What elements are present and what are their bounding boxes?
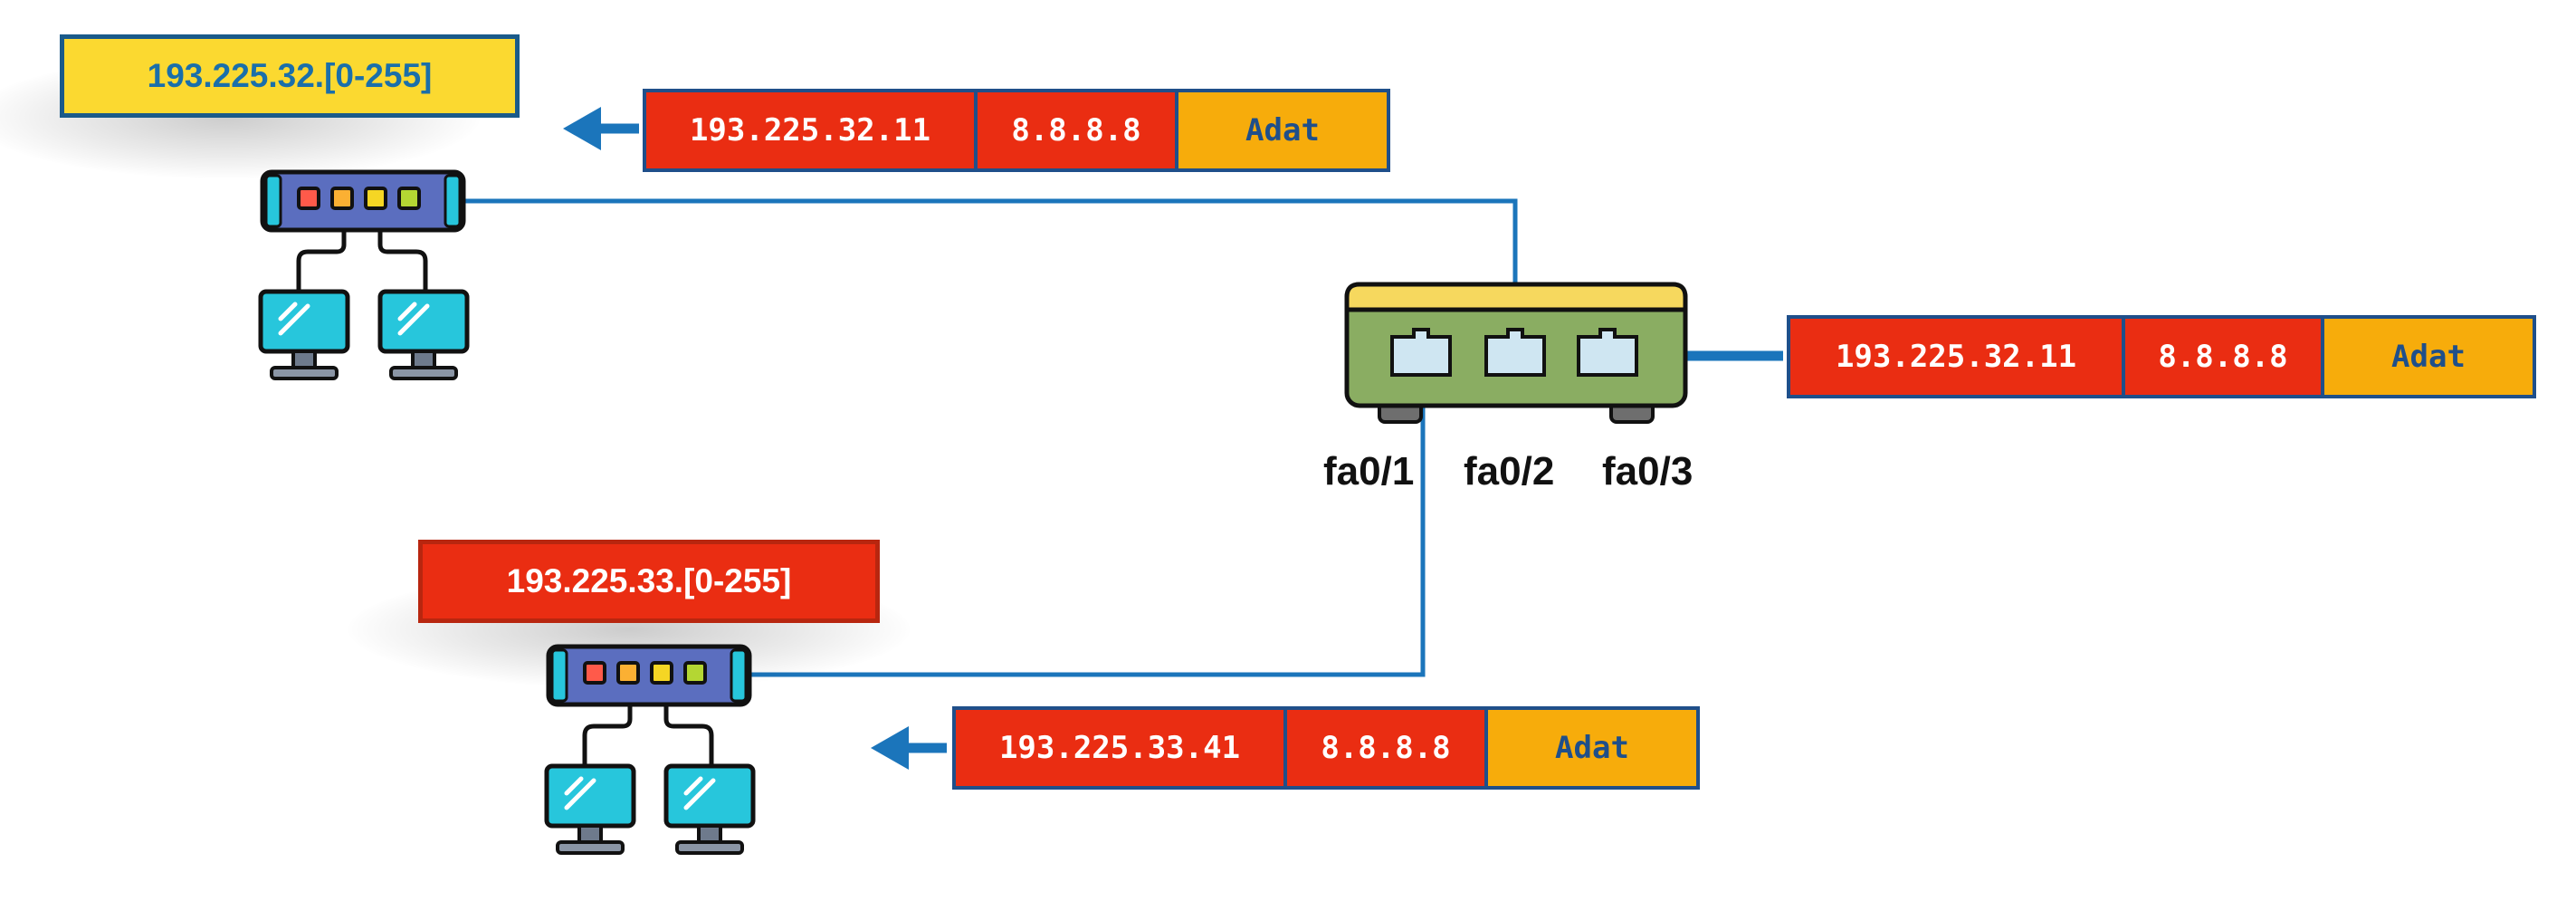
link-bottom-switch-to-router [710, 369, 1426, 677]
packet-source-ip: 193.225.32.11 [1787, 315, 2125, 398]
port-fa0-3 [1577, 328, 1638, 377]
desktop-computer-icon [258, 289, 350, 380]
network-label-bottom: 193.225.33.[0-255] [418, 540, 880, 623]
router-icon [1344, 282, 1688, 424]
desktop-computer-icon [663, 763, 756, 855]
packet-destination-ip: 8.8.8.8 [2122, 315, 2324, 398]
packet-source-ip: 193.225.33.41 [952, 706, 1287, 790]
packet-payload: Adat [1484, 706, 1700, 790]
port-fa0-1 [1390, 328, 1452, 377]
network-label-top: 193.225.32.[0-255] [60, 34, 520, 118]
arrow-left-icon [563, 107, 639, 150]
port-label-fa0-3: fa0/3 [1602, 449, 1693, 494]
packet-payload: Adat [2321, 315, 2536, 398]
packet-to-bottom: 193.225.33.41 8.8.8.8 Adat [952, 706, 1700, 790]
port-fa0-2 [1484, 328, 1546, 377]
arrow-left-icon [871, 726, 947, 770]
packet-source-ip: 193.225.32.11 [643, 89, 978, 172]
desktop-computer-icon [377, 289, 470, 380]
port-label-fa0-2: fa0/2 [1464, 449, 1555, 494]
desktop-computer-icon [544, 763, 636, 855]
network-switch-icon [260, 169, 466, 292]
port-label-fa0-1: fa0/1 [1323, 449, 1415, 494]
network-switch-icon [546, 644, 752, 766]
packet-destination-ip: 8.8.8.8 [974, 89, 1178, 172]
packet-destination-ip: 8.8.8.8 [1283, 706, 1488, 790]
packet-to-top: 193.225.32.11 8.8.8.8 Adat [643, 89, 1390, 172]
packet-incoming: 193.225.32.11 8.8.8.8 Adat [1787, 315, 2536, 398]
packet-payload: Adat [1175, 89, 1390, 172]
